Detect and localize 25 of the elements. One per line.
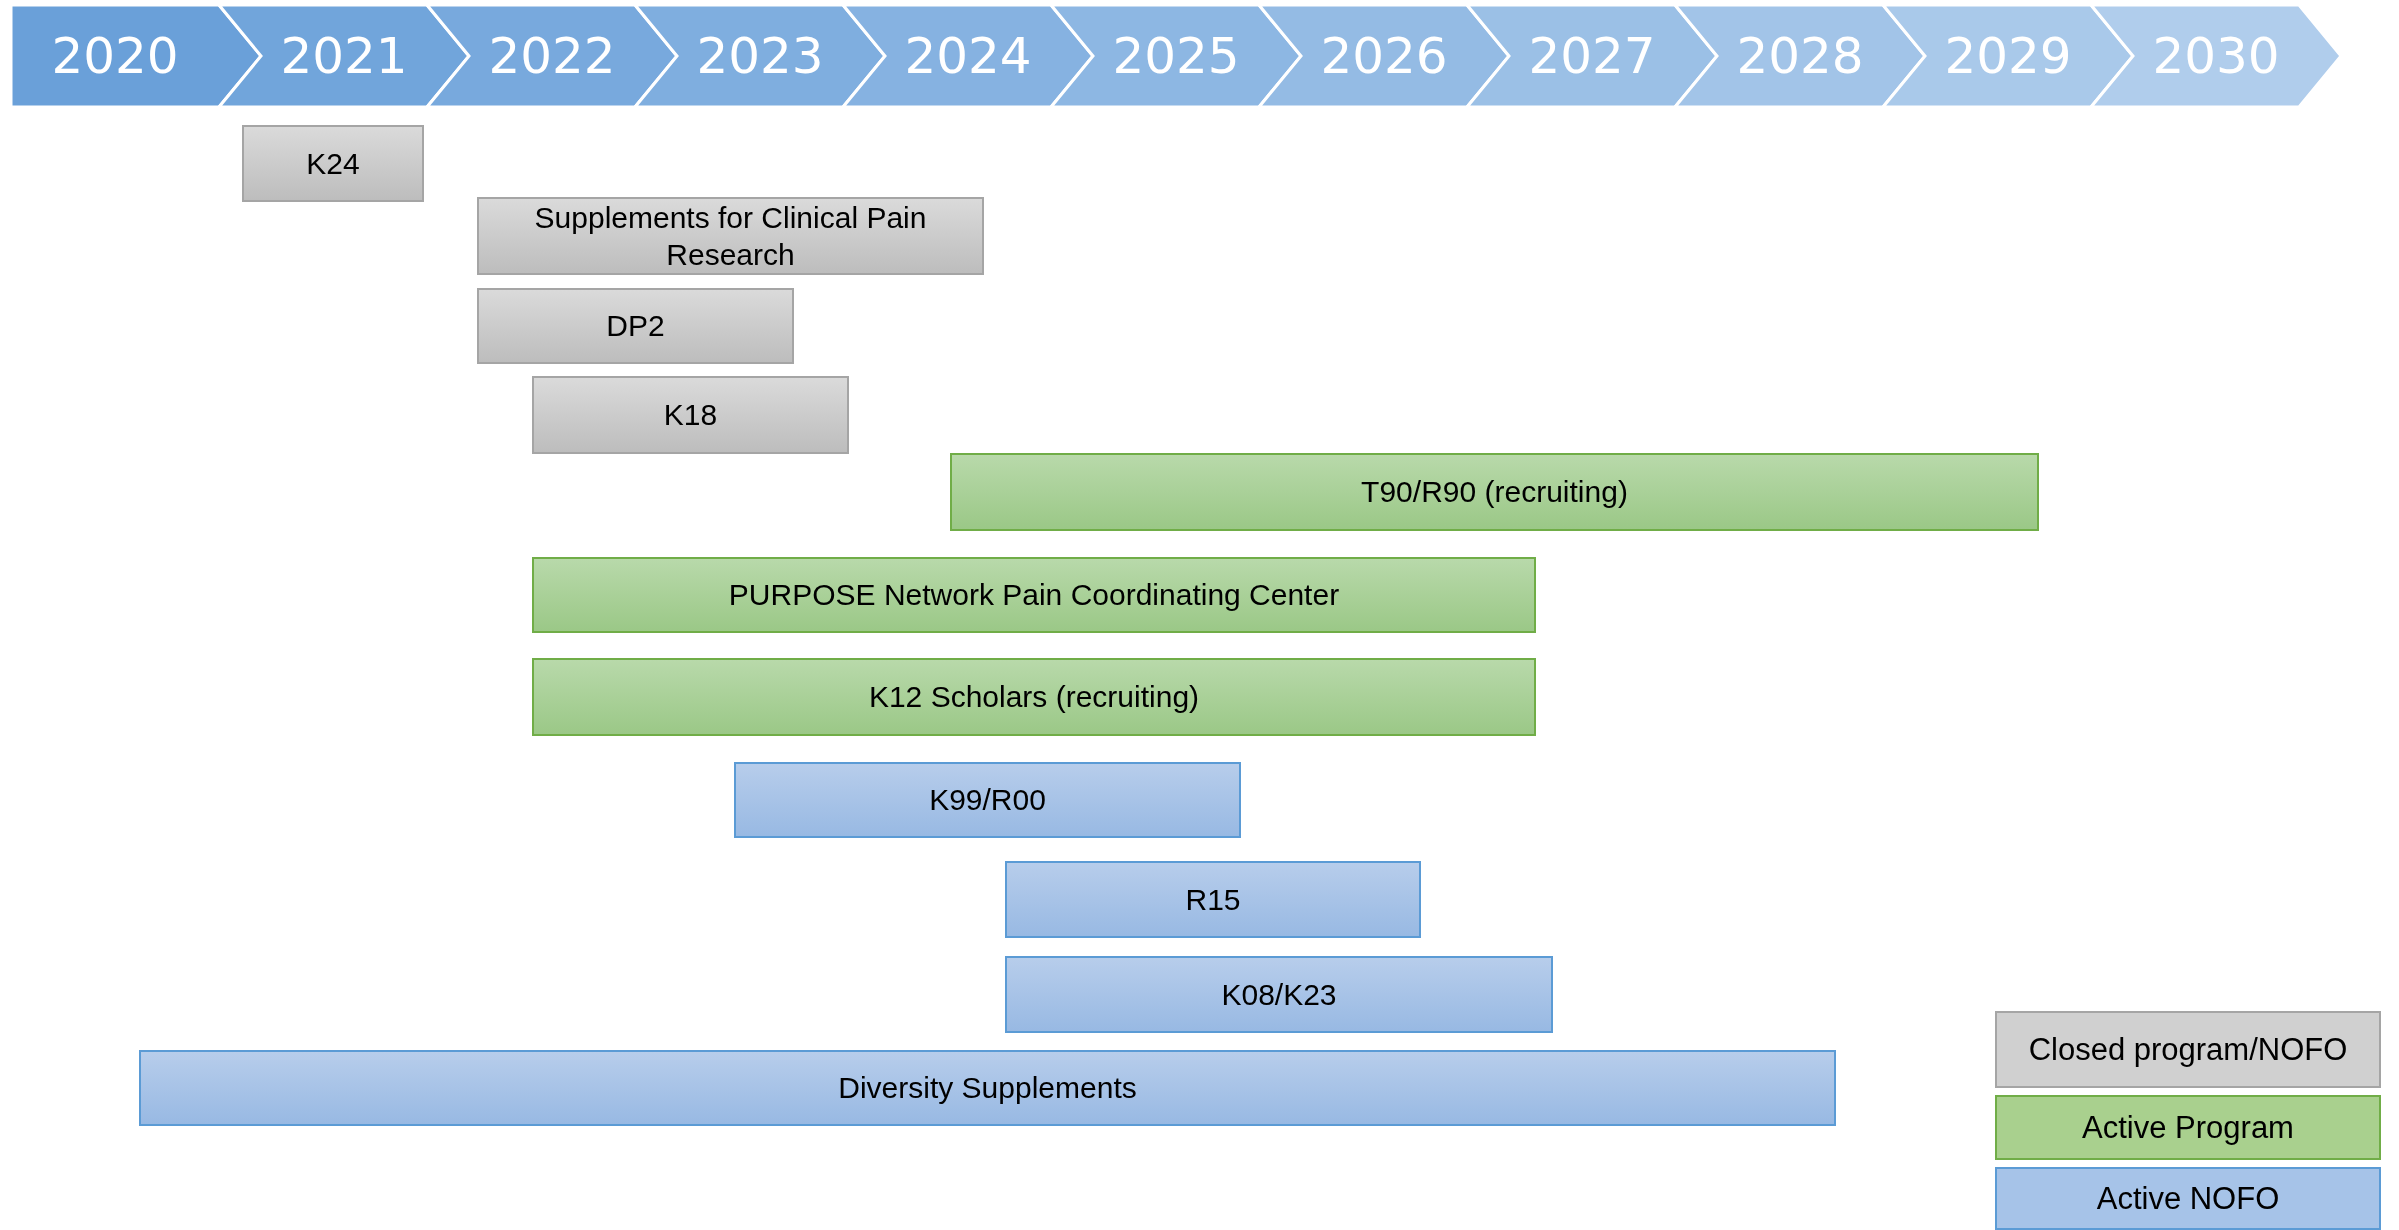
year-label: 2024 <box>904 31 1032 81</box>
year-label: 2027 <box>1528 31 1656 81</box>
year-label: 2029 <box>1944 31 2072 81</box>
program-bar: T90/R90 (recruiting) <box>950 453 2039 531</box>
program-bar: K18 <box>532 376 849 454</box>
year-label: 2028 <box>1736 31 1864 81</box>
year-label: 2022 <box>488 31 616 81</box>
program-bar: K08/K23 <box>1005 956 1553 1033</box>
year-label: 2020 <box>51 31 179 81</box>
year-label: 2026 <box>1320 31 1448 81</box>
year-label: 2023 <box>696 31 824 81</box>
legend-label: Active NOFO <box>2096 1180 2280 1217</box>
program-bar: K99/R00 <box>734 762 1241 838</box>
program-bar: DP2 <box>477 288 794 364</box>
year-label: 2025 <box>1112 31 1240 81</box>
year-label: 2021 <box>280 31 408 81</box>
program-bar: Diversity Supplements <box>139 1050 1836 1126</box>
program-bar: K24 <box>242 125 424 202</box>
legend-label: Active Program <box>2082 1109 2294 1146</box>
program-bar: R15 <box>1005 861 1421 938</box>
program-bar: PURPOSE Network Pain Coordinating Center <box>532 557 1536 633</box>
year-label: 2030 <box>2152 31 2280 81</box>
legend-label: Closed program/NOFO <box>2028 1031 2348 1068</box>
program-bar: K12 Scholars (recruiting) <box>532 658 1536 736</box>
program-bar: Supplements for Clinical Pain Research <box>477 197 984 275</box>
